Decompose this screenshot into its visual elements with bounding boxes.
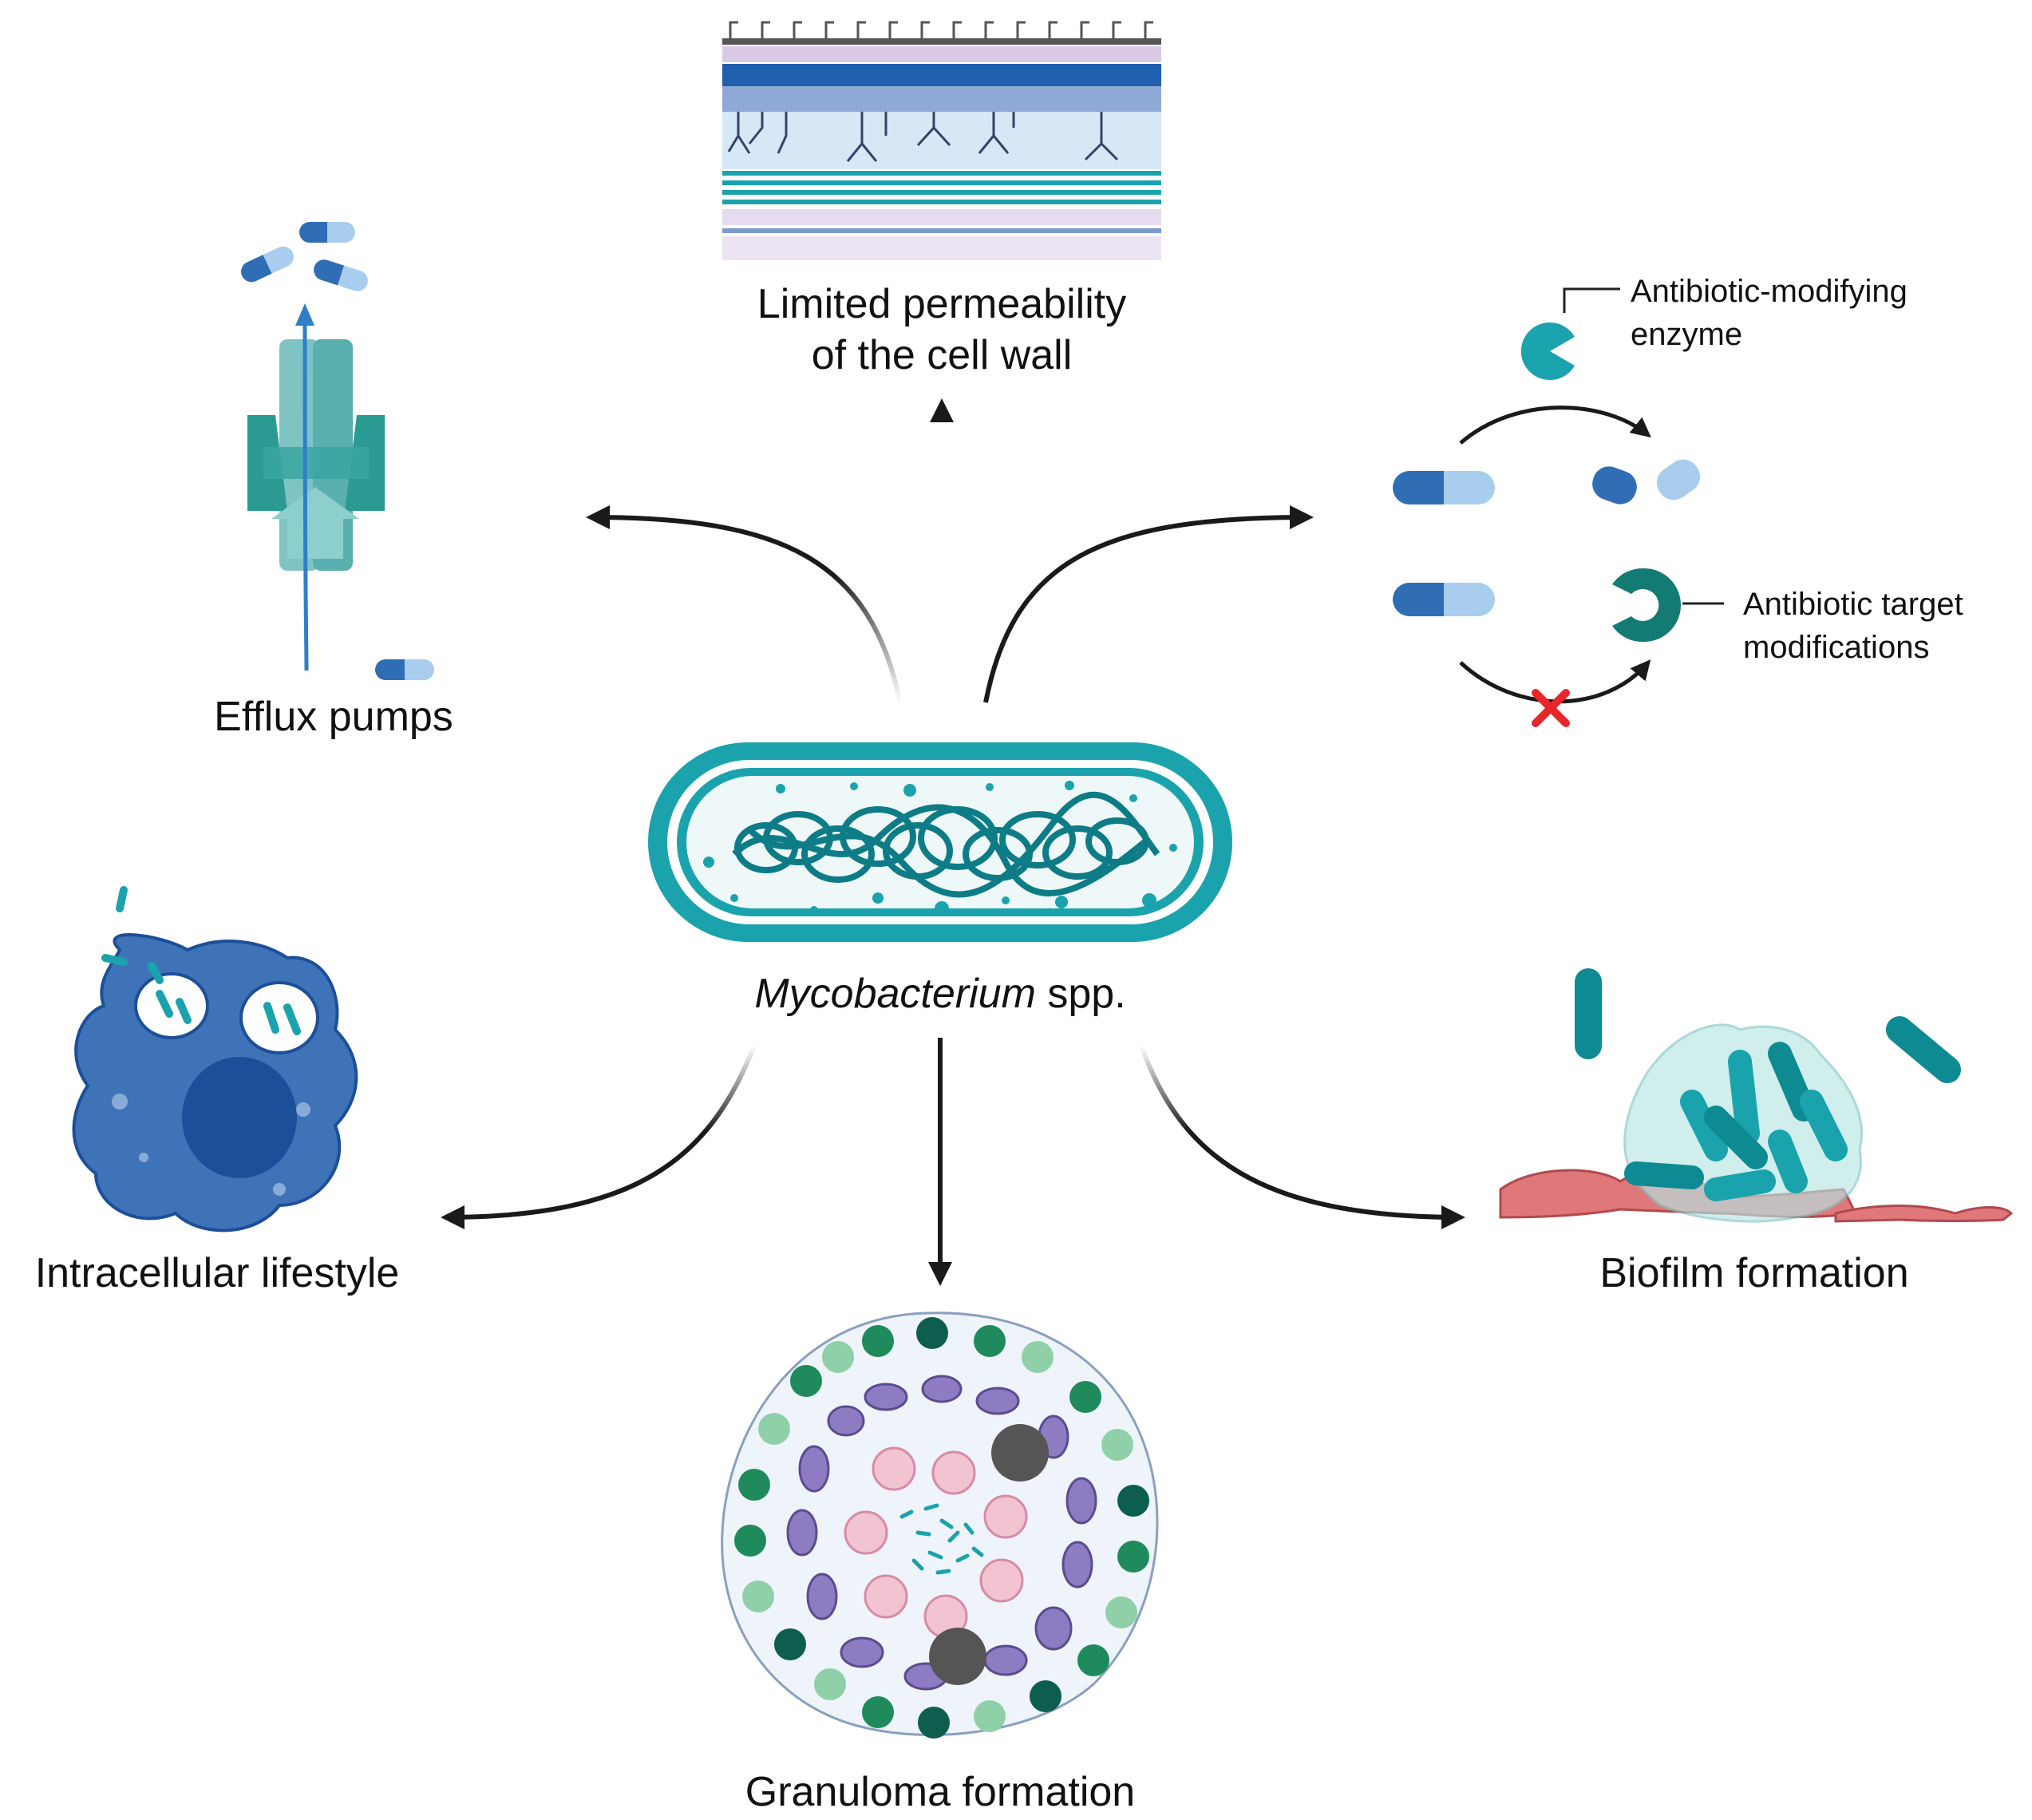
cell-wall-label-line1: Limited permeability — [757, 281, 1126, 327]
center-label: Mycobacterium spp. — [754, 971, 1125, 1017]
cell-wall-illustration — [722, 21, 1161, 260]
pill-icon — [241, 222, 434, 680]
granuloma-illustration — [721, 1312, 1159, 1739]
enzyme-label-line2: enzyme — [1631, 317, 1742, 352]
lymphocyte-ring — [734, 1317, 1149, 1739]
arrow-to-efflux — [586, 505, 903, 703]
granuloma-label: Granuloma formation — [745, 1769, 1135, 1815]
efflux-label: Efflux pumps — [214, 694, 453, 740]
bacilli-cluster — [1575, 968, 1961, 1201]
intracellular-label: Intracellular lifestyle — [35, 1250, 400, 1296]
enzyme-label-line1: Antibiotic-modifying — [1631, 274, 1907, 309]
necrotic-cells — [929, 1424, 1049, 1685]
biofilm-label: Biofilm formation — [1599, 1250, 1908, 1296]
arrow-to-enzyme — [983, 505, 1314, 703]
giant-cell-layer — [844, 1446, 1028, 1639]
enzyme-mechanism-illustration — [1393, 287, 1724, 727]
arrows — [441, 398, 1465, 1286]
macrophage-illustration — [72, 886, 358, 1232]
arrow-to-intracellular — [441, 1044, 757, 1229]
target-label-line2: modifications — [1743, 630, 1929, 665]
bacilli-core — [899, 1503, 984, 1575]
enzyme-icon — [1520, 322, 1575, 380]
target-label-line1: Antibiotic target — [1743, 587, 1963, 622]
arrow-to-biofilm — [1139, 1044, 1465, 1229]
ribosome-dots — [703, 781, 1177, 916]
mycobacterium-cell — [648, 742, 1232, 942]
target-icon — [1612, 568, 1681, 643]
cell-wall-label-line2: of the cell wall — [812, 332, 1073, 378]
blocked-cross-icon — [1532, 689, 1570, 727]
biofilm-illustration — [1499, 968, 2014, 1223]
efflux-pump-illustration — [241, 222, 434, 680]
nucleoid-dna — [732, 791, 1160, 898]
